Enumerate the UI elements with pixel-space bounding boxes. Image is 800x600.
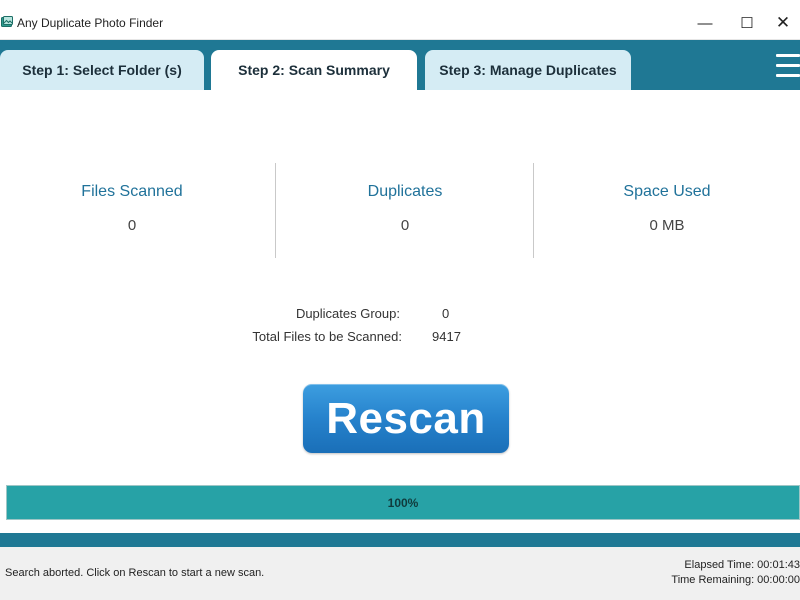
space-used-value: 0 MB [649, 217, 685, 234]
tab-bar: Step 1: Select Folder (s) Step 2: Scan S… [0, 40, 800, 90]
tab-scan-summary[interactable]: Step 2: Scan Summary [211, 50, 417, 90]
minimize-button[interactable]: — [697, 14, 713, 32]
status-message: Search aborted. Click on Rescan to start… [5, 567, 265, 579]
duplicates-label: Duplicates [367, 183, 443, 200]
rescan-button[interactable]: Rescan [303, 384, 509, 453]
elapsed-time: Elapsed Time: 00:01:43 [684, 559, 800, 571]
duplicates-group-label: Duplicates Group: [295, 306, 400, 321]
files-scanned-value: 0 [127, 217, 137, 234]
photo-app-icon [1, 16, 13, 27]
bottom-band [0, 533, 800, 547]
progress-label: 100% [387, 495, 419, 510]
space-used-panel: Space Used 0 MB [534, 160, 800, 260]
status-bar: Search aborted. Click on Rescan to start… [0, 547, 800, 600]
divider [275, 163, 276, 258]
tab-select-folder[interactable]: Step 1: Select Folder (s) [0, 50, 204, 90]
close-button[interactable]: ✕ [775, 13, 791, 32]
divider [533, 163, 534, 258]
duplicates-group-value: 0 [442, 306, 450, 321]
total-files-label: Total Files to be Scanned: [252, 329, 402, 344]
files-scanned-label: Files Scanned [81, 183, 183, 200]
total-files-value: 9417 [432, 329, 461, 344]
space-used-label: Space Used [623, 183, 711, 200]
hamburger-menu-icon[interactable] [776, 54, 800, 78]
tab-manage-duplicates[interactable]: Step 3: Manage Duplicates [425, 50, 631, 90]
duplicates-value: 0 [400, 217, 410, 234]
time-remaining: Time Remaining: 00:00:00 [671, 574, 800, 586]
title-bar: Any Duplicate Photo Finder — ☐ ✕ [0, 0, 800, 40]
files-scanned-panel: Files Scanned 0 [0, 160, 264, 260]
progress-bar: 100% [6, 485, 800, 520]
maximize-button[interactable]: ☐ [740, 15, 754, 32]
duplicates-panel: Duplicates 0 [276, 160, 534, 260]
progress-fill [7, 486, 799, 519]
window-title: Any Duplicate Photo Finder [17, 16, 164, 30]
